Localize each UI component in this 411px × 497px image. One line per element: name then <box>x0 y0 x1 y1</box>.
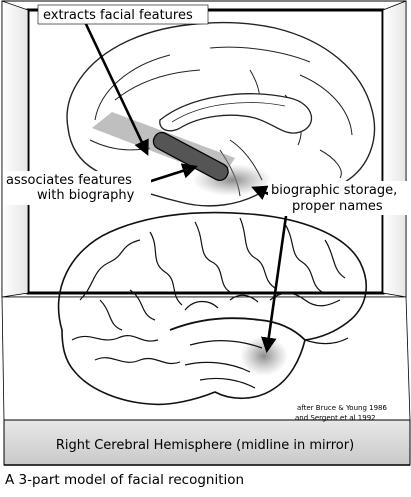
arrow-extracts <box>83 21 149 156</box>
figure-caption: A 3-part model of facial recognition <box>5 472 245 488</box>
citation-line2: and Sergent et al 1992 <box>295 414 376 422</box>
lateral-brain-view <box>57 211 368 406</box>
base-label: Right Cerebral Hemisphere (midline in mi… <box>56 438 354 453</box>
region-labels: extracts facial features associates feat… <box>3 4 410 215</box>
arrow-associates <box>147 163 198 184</box>
label-associates-line1: associates features <box>6 173 132 188</box>
label-storage-line2: proper names <box>292 199 383 214</box>
citation-line1: after Bruce & Young 1986 <box>297 404 387 412</box>
arrow-storage-lateral <box>261 215 288 354</box>
display-base <box>1 296 411 466</box>
citation: after Bruce & Young 1986 and Sergent et … <box>295 404 387 422</box>
label-storage-line1: biographic storage, <box>271 183 397 198</box>
label-associates-line2: with biography <box>37 188 135 203</box>
label-extracts: extracts facial features <box>43 8 193 23</box>
